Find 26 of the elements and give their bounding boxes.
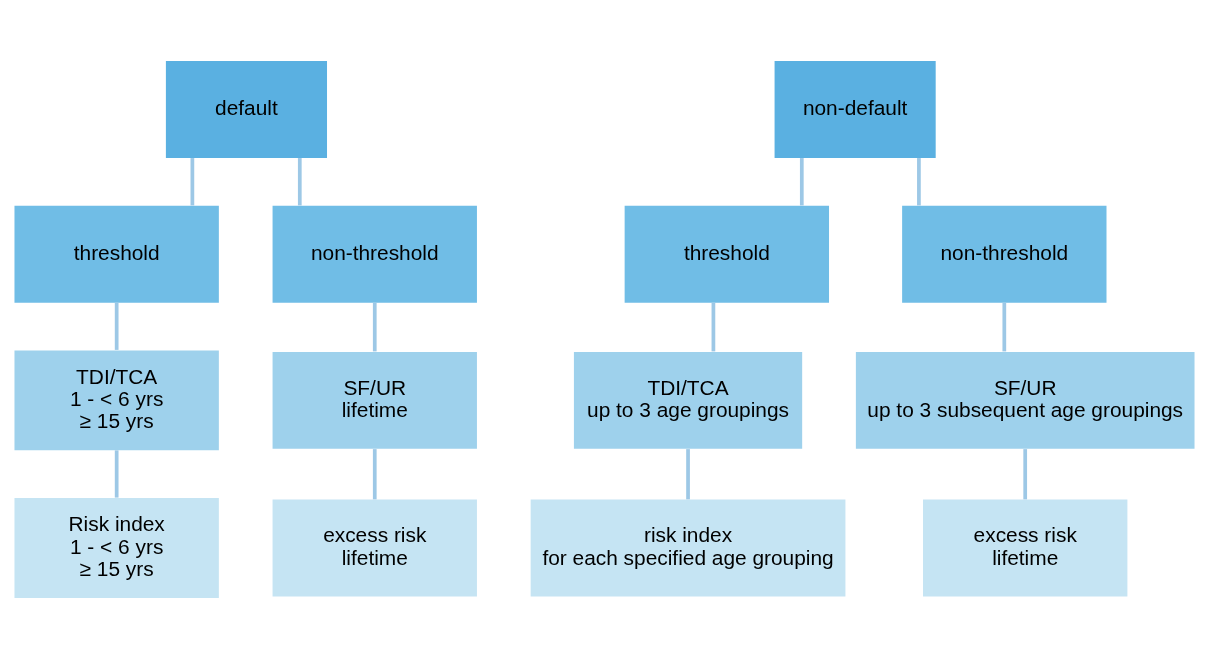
connector [799,157,804,205]
node-box: default [165,60,327,158]
connector [686,448,690,499]
node-box: excess risk lifetime [923,499,1128,597]
connector [372,448,377,499]
connector [372,302,377,351]
connector [114,449,119,498]
node-box: threshold [14,205,219,303]
node-box: risk index for each specified age grouping [530,499,846,597]
node-box: TDI/TCA up to 3 age groupings [573,351,803,449]
connector [114,302,119,350]
node-box: non-threshold [902,205,1107,303]
connector [1002,302,1007,351]
node-box: SF/UR up to 3 subsequent age groupings [855,351,1195,449]
node-box: non-threshold [272,205,477,303]
connector [711,302,716,351]
connector [917,157,921,205]
connector [1023,448,1028,499]
node-box: TDI/TCA 1 - < 6 yrs ≥ 15 yrs [14,349,219,450]
node-box: SF/UR lifetime [272,351,477,449]
node-box: threshold [624,205,829,303]
connector [297,157,302,205]
connector [190,157,195,205]
node-box: non-default [774,60,936,158]
node-box: Risk index 1 - < 6 yrs ≥ 15 yrs [14,497,219,598]
node-box: excess risk lifetime [272,499,477,597]
